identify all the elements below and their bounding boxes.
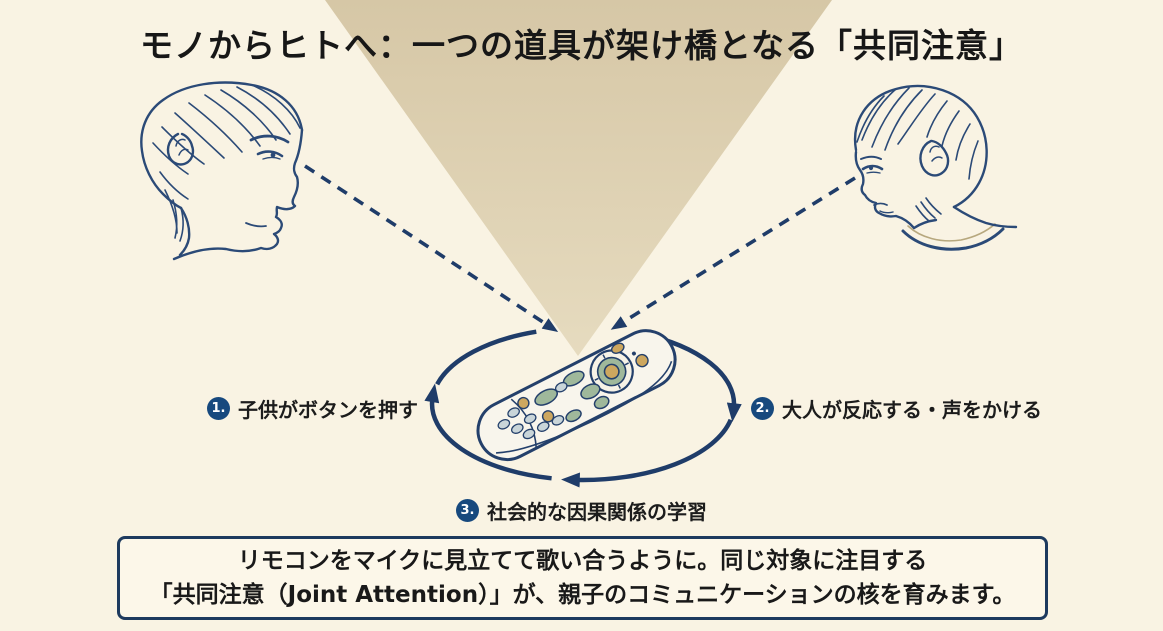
step-1-label: 子供がボタンを押す [238,398,418,422]
child-illustration [853,84,1018,251]
gaze-arrow-mother [304,164,559,332]
remote-control-illustration [476,329,677,462]
step-1-badge: 1. [207,397,230,420]
caption-box: リモコンをマイクに見立てて歌い合うように。同じ対象に注目する 「共同注意（Joi… [117,536,1048,620]
step-2-label: 大人が反応する・声をかける [782,398,1042,422]
gaze-arrow-child [610,176,856,330]
step-3-label: 社会的な因果関係の学習 [487,500,707,524]
cycle-step-2: 2. 大人が反応する・声をかける [751,394,1042,423]
caption-line-2: 「共同注意（Joint Attention）」が、親子のコミュニケーションの核を… [149,582,1016,608]
page-title: モノからヒトへ：一つの道具が架け橋となる「共同注意」 [139,26,1023,65]
step-2-badge: 2. [751,397,774,420]
attention-cone [325,0,832,356]
gaze-arrows [304,164,856,332]
cycle-step-1: 1. 子供がボタンを押す [207,394,418,423]
cycle-step-3: 3. 社会的な因果関係の学習 [456,496,707,525]
caption-line-1: リモコンをマイクに見立てて歌い合うように。同じ対象に注目する [237,548,928,574]
mother-illustration [140,81,304,261]
step-3-badge: 3. [456,499,479,522]
